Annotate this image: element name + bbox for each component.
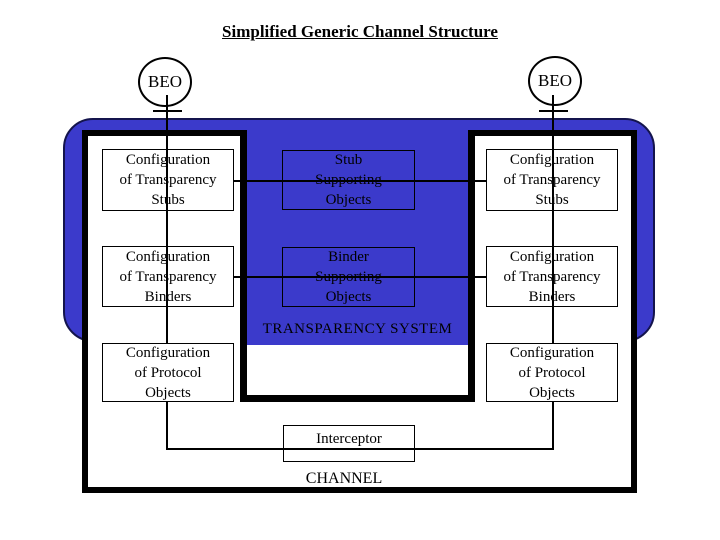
node-text-line: Binders xyxy=(528,288,576,305)
node-left-transparency-binders: Configuration of Transparency Binders xyxy=(102,246,234,307)
node-text-line: Configuration xyxy=(125,152,211,168)
transparency-system-fill xyxy=(241,121,474,345)
node-text-line: Supporting xyxy=(315,269,382,285)
connector-binder-row xyxy=(234,276,486,278)
node-stub-supporting-objects: Stub Supporting Objects xyxy=(282,150,415,210)
node-text-line: of Transparency xyxy=(119,268,217,285)
node-text-line: of Transparency xyxy=(503,172,601,188)
node-text-line: of Protocol xyxy=(134,364,202,381)
interface-tick-left xyxy=(153,110,182,112)
connector-left-vertical xyxy=(166,95,168,450)
beo-right-circle: BEO xyxy=(528,56,582,106)
node-text-line: Objects xyxy=(325,289,372,305)
node-text-line: Stub xyxy=(334,152,363,168)
node-text-line: Binder xyxy=(328,249,369,265)
beo-right-label: BEO xyxy=(538,71,572,90)
node-text-line: of Transparency xyxy=(119,172,217,188)
node-text-line: Stubs xyxy=(151,192,185,208)
node-text-line: of Protocol xyxy=(518,364,586,381)
transparency-system-thick-border xyxy=(240,130,475,402)
node-binder-supporting-objects: Binder Supporting Objects xyxy=(282,247,415,307)
node-text-line: Stubs xyxy=(535,192,569,208)
node-text-line: Configuration xyxy=(509,344,595,361)
node-right-protocol-objects: Configuration of Protocol Objects xyxy=(486,343,618,402)
transparency-system-label: TRANSPARENCY SYSTEM xyxy=(262,321,453,337)
interface-tick-right xyxy=(539,110,568,112)
node-text-line: Objects xyxy=(529,384,575,401)
node-text-line: Supporting xyxy=(315,172,382,188)
node-left-protocol-objects: Configuration of Protocol Objects xyxy=(102,343,234,402)
beo-left-circle: BEO xyxy=(138,57,192,107)
node-text-line: Objects xyxy=(145,384,191,401)
node-left-transparency-stubs: Configuration of Transparency Stubs xyxy=(102,149,234,211)
node-text-line: Configuration xyxy=(509,152,595,168)
connector-interceptor-row xyxy=(166,448,554,450)
node-text-line: Configuration xyxy=(509,248,595,265)
channel-label: CHANNEL xyxy=(305,470,383,487)
node-text-line: Configuration xyxy=(125,248,211,265)
connector-right-vertical xyxy=(552,95,554,450)
node-text-line: Configuration xyxy=(125,344,211,361)
node-right-transparency-binders: Configuration of Transparency Binders xyxy=(486,246,618,307)
connector-stub-row xyxy=(234,180,486,182)
node-text-line: of Transparency xyxy=(503,268,601,285)
node-text-line: Binders xyxy=(144,288,192,305)
interceptor-label: Interceptor xyxy=(316,431,382,447)
beo-left-label: BEO xyxy=(148,72,182,91)
node-interceptor: Interceptor xyxy=(283,425,415,462)
node-right-transparency-stubs: Configuration of Transparency Stubs xyxy=(486,149,618,211)
node-text-line: Objects xyxy=(325,192,372,208)
page-title: Simplified Generic Channel Structure xyxy=(222,22,498,41)
